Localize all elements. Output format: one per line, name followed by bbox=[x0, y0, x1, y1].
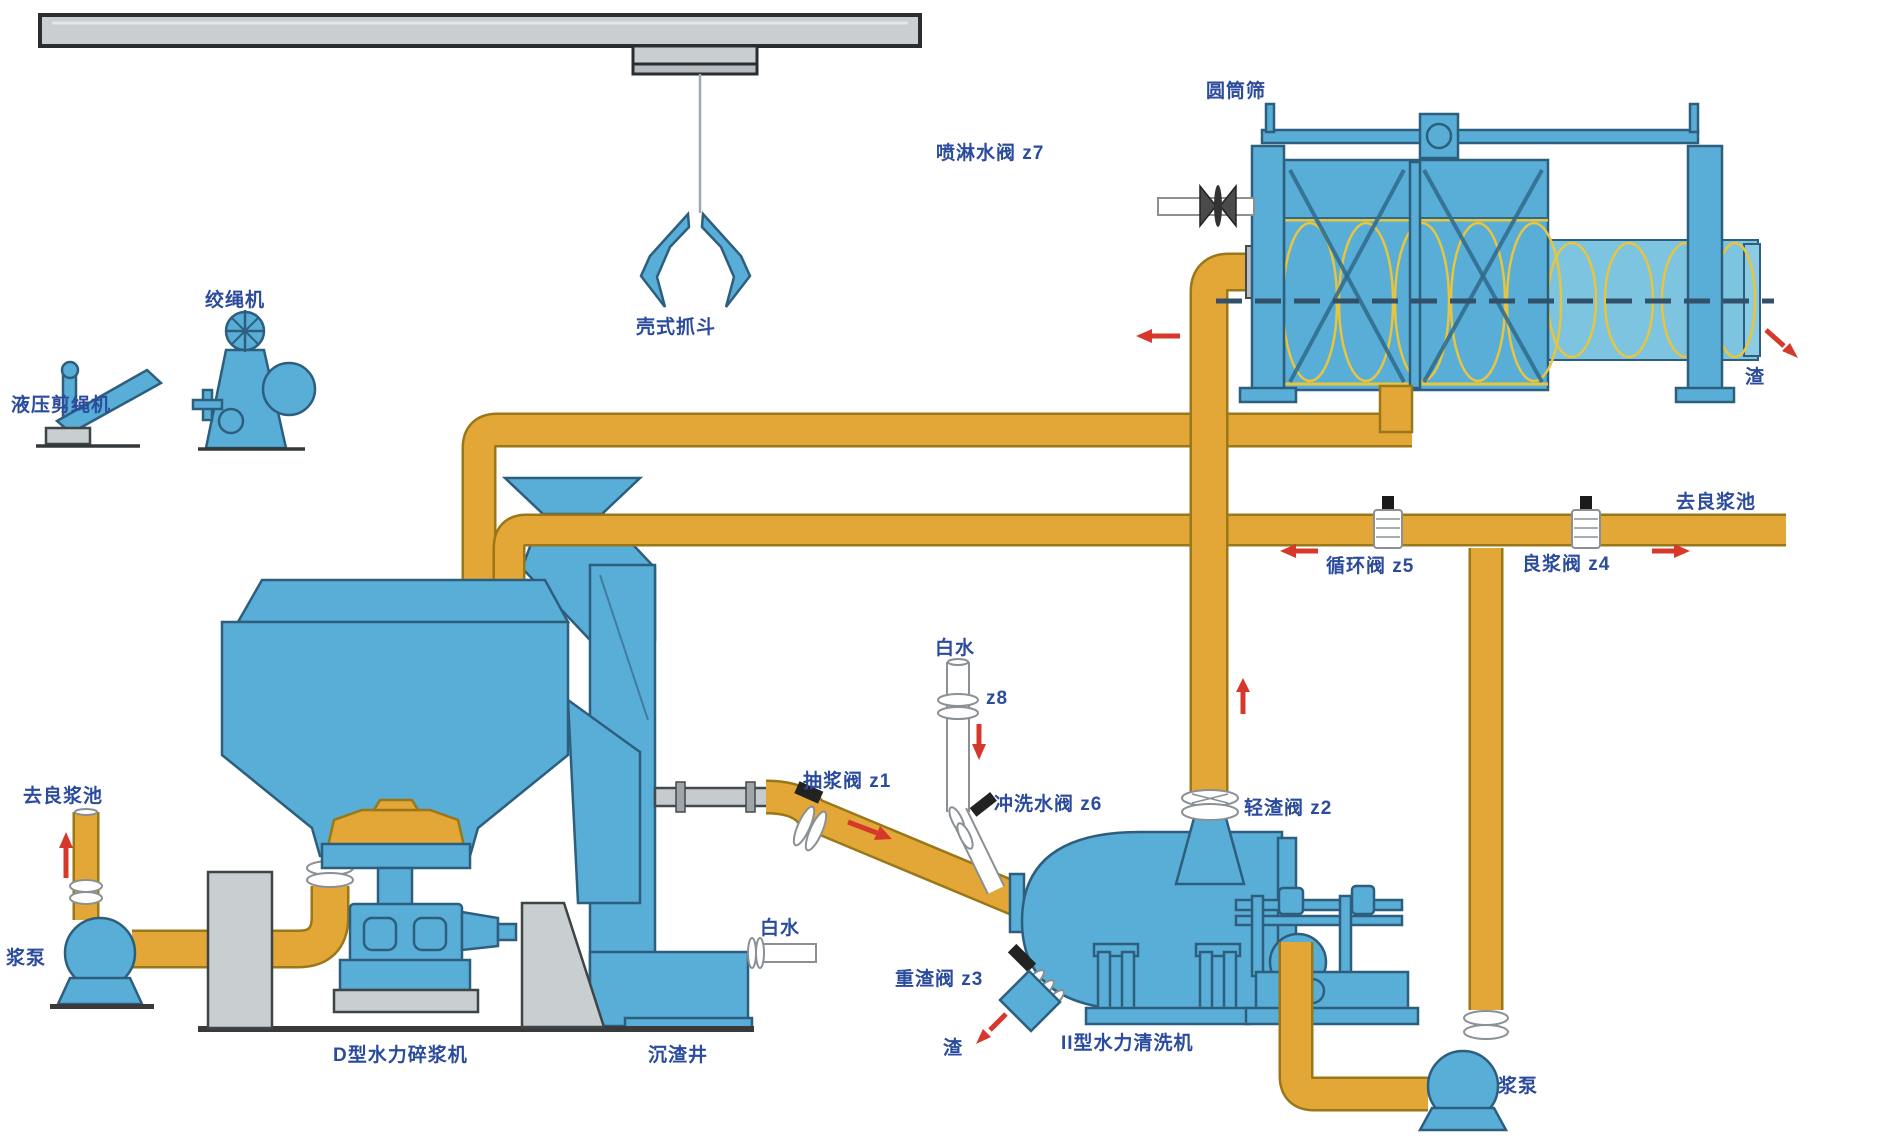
cleaner bbox=[998, 789, 1420, 1033]
drum-outlet-stub bbox=[1378, 384, 1414, 434]
pulper bbox=[206, 578, 606, 1030]
valve-z4-icon bbox=[1571, 496, 1601, 549]
flow-arrow-up-left-riser bbox=[59, 832, 73, 878]
label-good-pulp-valve-z4: 良浆阀 z4 bbox=[1522, 554, 1611, 575]
spray-valve-z7-icon bbox=[1157, 183, 1255, 229]
flow-arrow-cleaner-slag bbox=[976, 1012, 1008, 1044]
cleaner-drive-icon bbox=[1234, 884, 1420, 1026]
crane-rail bbox=[38, 13, 922, 48]
white-water-well-pipe bbox=[747, 937, 817, 969]
grab-bucket-icon bbox=[639, 211, 752, 308]
pump-left-icon bbox=[56, 916, 144, 1006]
drum-screen bbox=[1157, 102, 1774, 434]
label-to-good-pulp-left: 去良浆池 bbox=[23, 786, 104, 807]
label-slag-drum: 渣 bbox=[1745, 367, 1766, 388]
crane-trolley bbox=[631, 44, 759, 76]
label-well: 沉渣井 bbox=[648, 1045, 709, 1066]
label-light-slag-valve-z2: 轻渣阀 z2 bbox=[1244, 798, 1333, 819]
label-white-water-top: 白水 bbox=[935, 638, 976, 659]
flow-arrow-z1 bbox=[847, 819, 892, 840]
suction-line-z1 bbox=[765, 779, 1025, 917]
label-heavy-slag-valve-z3: 重渣阀 z3 bbox=[895, 969, 984, 990]
valve-z5-icon bbox=[1373, 496, 1403, 549]
valve-z6-icon bbox=[948, 792, 997, 850]
coupling-z2-icon bbox=[1181, 789, 1239, 821]
circulation-pipe bbox=[495, 516, 1786, 586]
label-pump-left: 浆泵 bbox=[6, 948, 47, 969]
pulper-motor-icon bbox=[332, 902, 518, 1014]
ground-line bbox=[198, 1026, 754, 1032]
pump-right-icon bbox=[1417, 1049, 1509, 1132]
valve-z1-icon bbox=[792, 781, 828, 852]
rope-winch bbox=[191, 310, 317, 451]
label-pulper: D型水力碎浆机 bbox=[333, 1045, 468, 1066]
flow-arrow-up-drum-riser bbox=[1236, 678, 1250, 714]
label-white-water-well: 白水 bbox=[760, 918, 801, 939]
flow-arrow-left-circulation bbox=[1280, 544, 1318, 558]
label-z8: z8 bbox=[986, 688, 1009, 709]
flow-arrow-left-drum-return bbox=[1136, 329, 1180, 343]
label-winch: 绞绳机 bbox=[205, 290, 266, 311]
well-outlet-stub bbox=[653, 781, 770, 813]
cleaner-discharge-pipe bbox=[1281, 942, 1428, 1109]
label-slag-cleaner: 渣 bbox=[943, 1038, 964, 1059]
label-to-good-pulp-right: 去良浆池 bbox=[1676, 492, 1757, 513]
label-rope-cutter: 液压剪绳机 bbox=[11, 395, 112, 416]
valve-z3-icon bbox=[998, 943, 1065, 1033]
pulper-rotor-icon bbox=[326, 808, 466, 848]
label-circulation-valve-z5: 循环阀 z5 bbox=[1326, 556, 1415, 577]
label-pump-right: 浆泵 bbox=[1498, 1076, 1539, 1097]
pump-left-assembly bbox=[50, 808, 354, 1009]
label-cleaner: II型水力清洗机 bbox=[1061, 1033, 1194, 1054]
label-drum-screen: 圆筒筛 bbox=[1206, 81, 1267, 102]
rope-cutter bbox=[36, 360, 164, 448]
riser-right-pipe bbox=[1463, 548, 1509, 1040]
flow-arrow-right-good-pulp bbox=[1652, 544, 1690, 558]
flow-arrow-down-z8 bbox=[972, 724, 986, 760]
flow-arrow-drum-slag bbox=[1764, 328, 1798, 358]
coupling-z8-icon bbox=[937, 693, 979, 720]
label-suction-valve-z1: 抽浆阀 z1 bbox=[803, 771, 892, 792]
label-spray-valve-z7: 喷淋水阀 z7 bbox=[936, 143, 1045, 164]
label-flush-valve-z6: 冲洗水阀 z6 bbox=[994, 794, 1103, 815]
drum-return-pipe bbox=[464, 415, 1412, 586]
label-grab: 壳式抓斗 bbox=[636, 317, 717, 338]
white-water-z8-line bbox=[937, 658, 1005, 895]
